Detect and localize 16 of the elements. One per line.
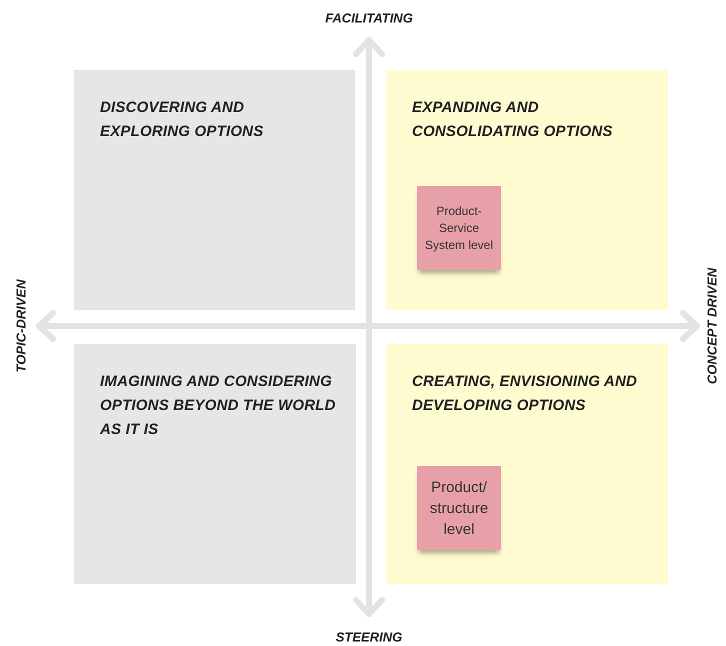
quadrant-title: CREATING, ENVISIONING AND DEVELOPING OPTIONS bbox=[412, 372, 638, 416]
quadrant-title: IMAGINING AND CONSIDERING OPTIONS BEYOND THE WORLD AS IT IS bbox=[100, 372, 336, 440]
quadrant-panel bbox=[74, 344, 356, 584]
quadrant-panel bbox=[386, 344, 668, 584]
sticky-note bbox=[417, 186, 501, 270]
axis-label: CONCEPT DRIVEN bbox=[704, 268, 720, 384]
note-text: Product/ structure level bbox=[428, 478, 490, 540]
axis-label: STEERING bbox=[336, 630, 402, 644]
quadrant-panel bbox=[74, 70, 355, 310]
axis-label: TOPIC-DRIVEN bbox=[14, 280, 28, 372]
quadrant-panel bbox=[386, 70, 668, 310]
quadrant-title: DISCOVERING AND EXPLORING OPTIONS bbox=[100, 98, 264, 142]
axis-label: FACILITATING bbox=[325, 10, 413, 26]
quadrant-title: EXPANDING AND CONSOLIDATING OPTIONS bbox=[412, 98, 614, 142]
note-text: Product-Service System level bbox=[424, 202, 494, 254]
sticky-note bbox=[417, 466, 501, 550]
